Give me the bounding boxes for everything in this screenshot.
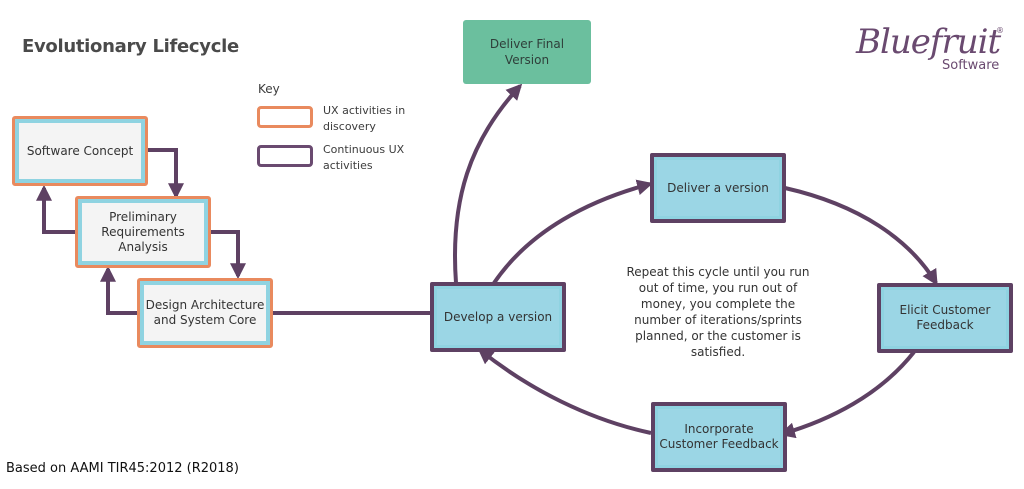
- incorporate-feedback-label: Incorporate Customer Feedback: [658, 409, 780, 465]
- deliver-final-version-box: Deliver Final Version: [463, 20, 591, 84]
- incorporate-feedback-box: Incorporate Customer Feedback: [651, 402, 787, 472]
- bluefruit-logo: Bluefruit ® Software: [846, 22, 1006, 82]
- key-label-continuous: Continuous UX activities: [323, 143, 405, 172]
- design-box: Design Architecture and System Core: [137, 278, 273, 348]
- arrow-requirements-to-concept: [36, 184, 77, 234]
- cycle-note: Repeat this cycle until you run out of t…: [626, 265, 810, 359]
- arrow-requirements-to-design: [210, 230, 246, 280]
- deliver-version-box: Deliver a version: [650, 153, 786, 223]
- elicit-feedback-label: Elicit Customer Feedback: [884, 290, 1006, 346]
- develop-version-box: Develop a version: [430, 282, 566, 352]
- arrow-concept-to-requirements: [146, 148, 184, 200]
- elicit-feedback-box: Elicit Customer Feedback: [877, 283, 1013, 353]
- footer-source: Based on AAMI TIR45:2012 (R2018): [6, 461, 239, 476]
- key-label-discovery: UX activities in discovery: [323, 104, 406, 133]
- develop-version-label: Develop a version: [437, 289, 559, 345]
- logo-script: Bluefruit: [856, 22, 1001, 62]
- requirements-label: Preliminary Requirements Analysis: [82, 203, 204, 261]
- arrow-deliver-to-elicit: [784, 186, 938, 286]
- key-swatch-continuous: [257, 145, 313, 167]
- requirements-box: Preliminary Requirements Analysis: [75, 196, 211, 268]
- arrow-elicit-to-incorporate: [778, 350, 916, 439]
- arrow-incorporate-to-develop: [477, 348, 652, 435]
- deliver-final-version-label: Deliver Final Version: [489, 37, 565, 67]
- logo-subtitle: Software: [942, 58, 1000, 73]
- software-concept-box: Software Concept: [12, 116, 148, 186]
- software-concept-label: Software Concept: [19, 123, 141, 179]
- arrow-develop-to-final: [452, 83, 523, 284]
- deliver-version-label: Deliver a version: [657, 160, 779, 216]
- arrow-design-to-requirements: [100, 265, 139, 315]
- design-label: Design Architecture and System Core: [144, 285, 266, 341]
- logo-trademark-icon: ®: [996, 26, 1004, 35]
- key-swatch-discovery: [257, 106, 313, 128]
- arrow-develop-to-deliver: [492, 179, 654, 285]
- key-heading: Key: [258, 82, 280, 96]
- page-title: Evolutionary Lifecycle: [22, 36, 239, 57]
